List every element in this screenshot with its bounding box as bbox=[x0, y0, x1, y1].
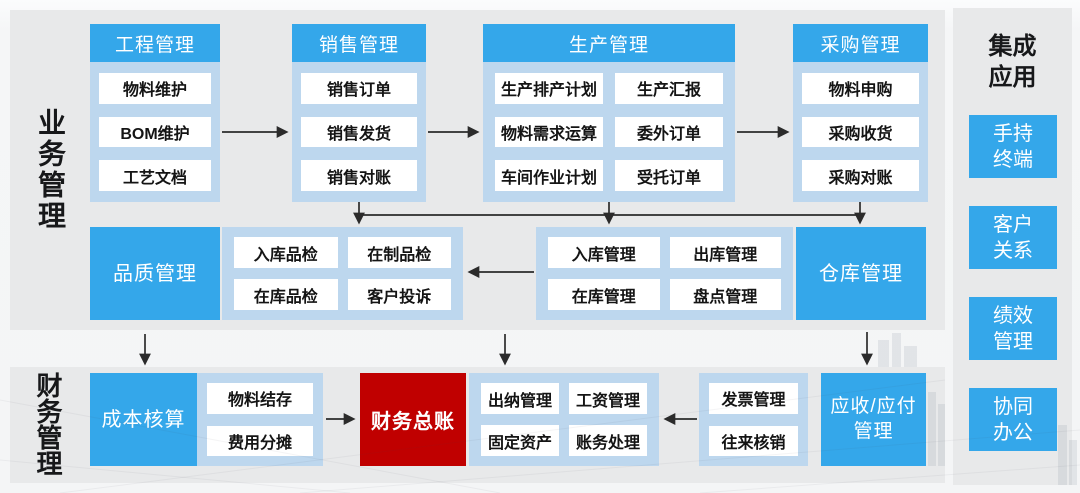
column-body-production: 生产排产计划 生产汇报 物料需求运算 委外订单 车间作业计划 受托订单 bbox=[483, 62, 735, 202]
box-customer-complaint: 客户投诉 bbox=[347, 279, 451, 310]
box-material-requisition: 物料申购 bbox=[802, 73, 919, 104]
column-header-engineering: 工程管理 bbox=[90, 24, 220, 62]
cost-accounting-box: 成本核算 bbox=[90, 373, 197, 466]
section-label-business: 业务管理 bbox=[35, 108, 66, 232]
section-label-finance: 财务管理 bbox=[33, 372, 63, 476]
box-bom-maintenance: BOM维护 bbox=[99, 116, 211, 148]
box-production-report: 生产汇报 bbox=[615, 73, 723, 104]
box-consignment-order: 受托订单 bbox=[615, 160, 723, 191]
box-fixed-assets: 固定资产 bbox=[481, 425, 559, 456]
warehouse-items-group: 入库管理 出库管理 在库管理 盘点管理 bbox=[536, 227, 793, 320]
box-sales-order: 销售订单 bbox=[301, 73, 417, 104]
column-sales: 销售管理 销售订单 销售发货 销售对账 bbox=[292, 24, 426, 202]
column-header-purchasing: 采购管理 bbox=[793, 24, 928, 62]
box-material-maintenance: 物料维护 bbox=[99, 73, 211, 104]
box-payroll-management: 工资管理 bbox=[569, 383, 647, 414]
box-sales-delivery: 销售发货 bbox=[301, 116, 417, 148]
sidebar-item-performance-management: 绩效管理 bbox=[969, 297, 1057, 360]
box-sales-reconciliation: 销售对账 bbox=[301, 160, 417, 191]
box-mrp-calculation: 物料需求运算 bbox=[495, 116, 603, 148]
box-inprocess-inspection: 在制品检 bbox=[347, 237, 451, 268]
box-expense-allocation: 费用分摊 bbox=[207, 425, 313, 456]
general-ledger-box: 财务总账 bbox=[360, 373, 466, 466]
column-body-engineering: 物料维护 BOM维护 工艺文档 bbox=[90, 62, 220, 202]
box-outbound-management: 出库管理 bbox=[669, 237, 781, 268]
sidebar-item-customer-relations: 客户关系 bbox=[969, 206, 1057, 269]
accounting-items-group: 出纳管理 工资管理 固定资产 账务处理 bbox=[469, 373, 659, 466]
box-stocktaking-management: 盘点管理 bbox=[669, 279, 781, 310]
box-stock-management: 在库管理 bbox=[548, 279, 660, 310]
box-workshop-plan: 车间作业计划 bbox=[495, 160, 603, 191]
box-instock-inspection: 在库品检 bbox=[234, 279, 338, 310]
integration-title-text: 集成应用 bbox=[988, 33, 1037, 91]
ar-ap-management-box: 应收/应付管理 bbox=[821, 373, 926, 466]
box-material-balance: 物料结存 bbox=[207, 383, 313, 414]
warehouse-management-box: 仓库管理 bbox=[796, 227, 926, 320]
quality-items-group: 入库品检 在制品检 在库品检 客户投诉 bbox=[222, 227, 463, 320]
column-body-purchasing: 物料申购 采购收货 采购对账 bbox=[793, 62, 928, 202]
box-purchase-receipt: 采购收货 bbox=[802, 116, 919, 148]
column-header-sales: 销售管理 bbox=[292, 24, 426, 62]
invoice-items-group: 发票管理 往来核销 bbox=[699, 373, 808, 466]
box-cashier-management: 出纳管理 bbox=[481, 383, 559, 414]
box-inbound-management: 入库管理 bbox=[548, 237, 660, 268]
cost-items-group: 物料结存 费用分摊 bbox=[197, 373, 323, 466]
sidebar-item-collaborative-office: 协同办公 bbox=[969, 388, 1057, 451]
box-transaction-writeoff: 往来核销 bbox=[709, 425, 798, 456]
box-purchase-reconciliation: 采购对账 bbox=[802, 160, 919, 191]
box-production-scheduling: 生产排产计划 bbox=[495, 73, 603, 104]
box-account-processing: 账务处理 bbox=[569, 425, 647, 456]
integration-title: 集成应用 bbox=[953, 32, 1072, 93]
box-incoming-inspection: 入库品检 bbox=[234, 237, 338, 268]
column-body-sales: 销售订单 销售发货 销售对账 bbox=[292, 62, 426, 202]
column-header-production: 生产管理 bbox=[483, 24, 735, 62]
box-process-documents: 工艺文档 bbox=[99, 160, 211, 191]
box-invoice-management: 发票管理 bbox=[709, 383, 798, 414]
column-production: 生产管理 生产排产计划 生产汇报 物料需求运算 委外订单 车间作业计划 受托订单 bbox=[483, 24, 735, 202]
sidebar-item-handheld-terminal: 手持终端 bbox=[969, 115, 1057, 178]
quality-management-box: 品质管理 bbox=[90, 227, 220, 320]
column-purchasing: 采购管理 物料申购 采购收货 采购对账 bbox=[793, 24, 928, 202]
column-engineering: 工程管理 物料维护 BOM维护 工艺文档 bbox=[90, 24, 220, 202]
box-outsourcing-order: 委外订单 bbox=[615, 116, 723, 148]
